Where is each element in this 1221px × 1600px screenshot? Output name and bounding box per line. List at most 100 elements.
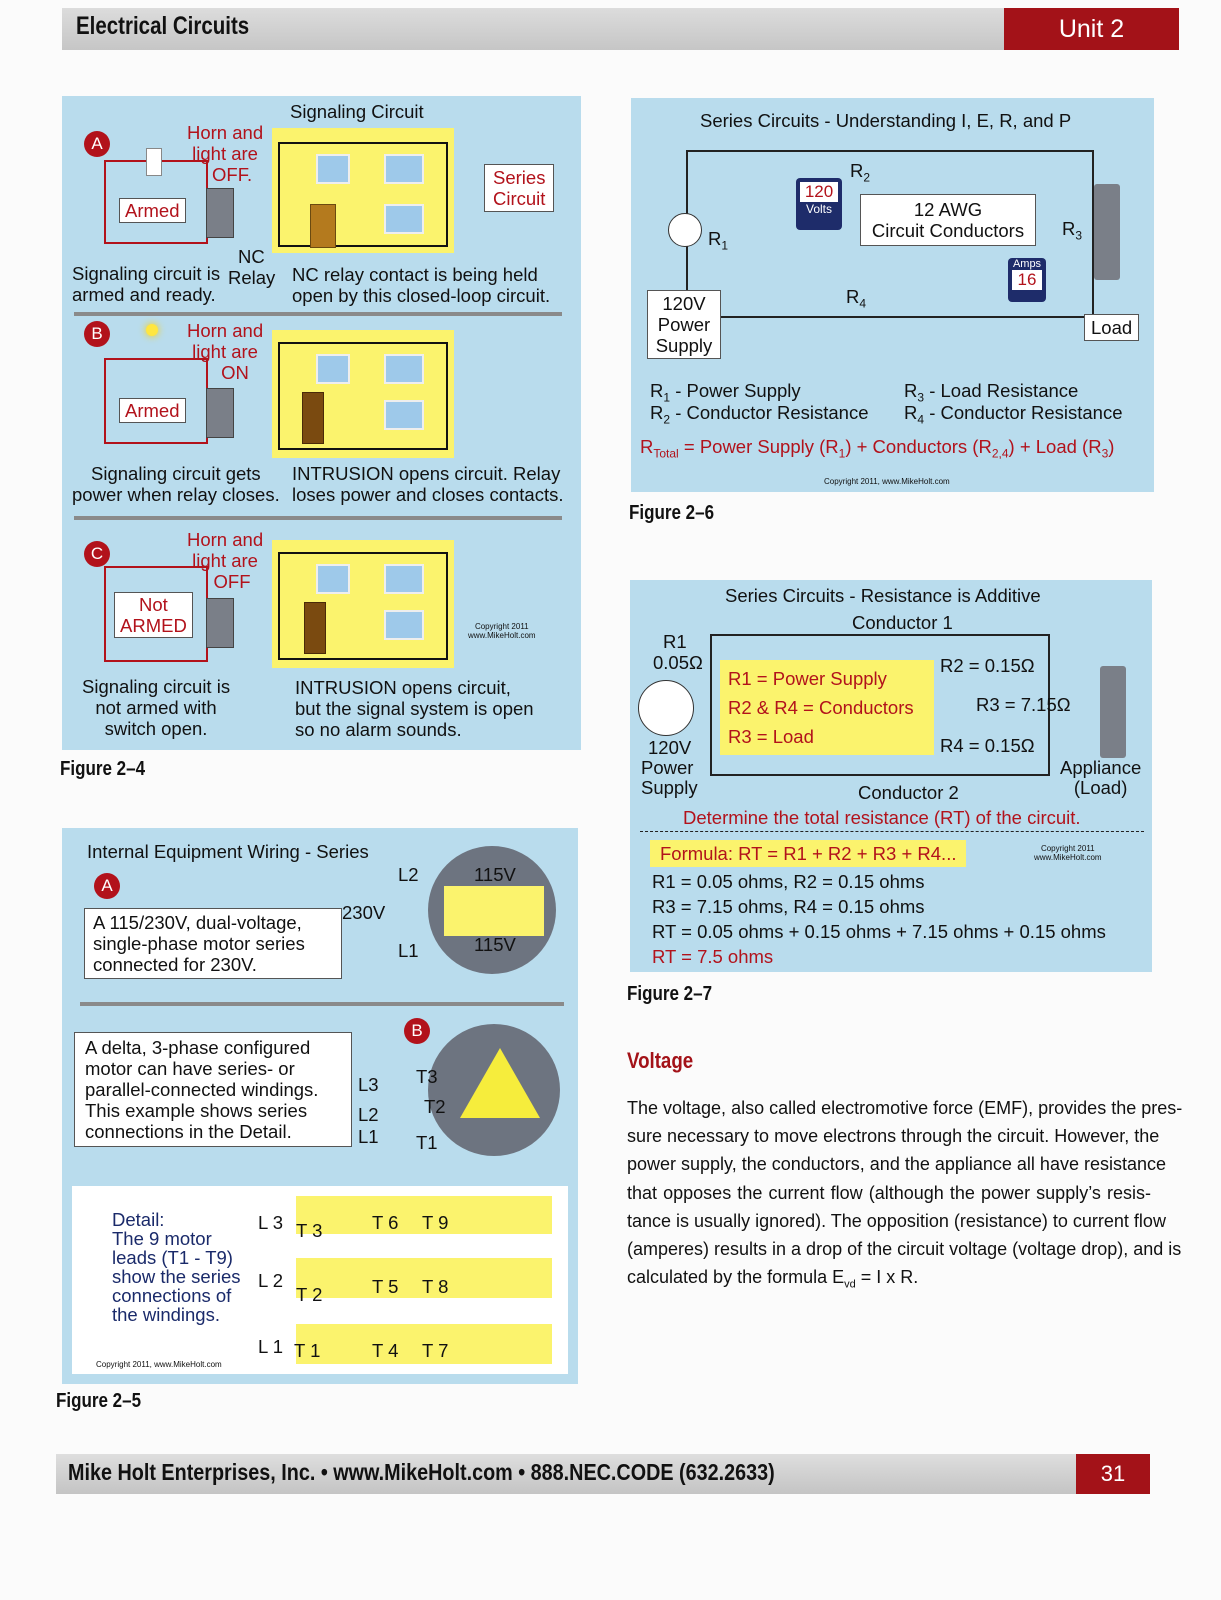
panel-c-right-text: INTRUSION opens circuit,but the signal s… [295,677,534,740]
fig26-copyright: Copyright 2011, www.MikeHolt.com [824,477,950,486]
nc-label: NC [238,246,265,267]
appliance-resistor-icon [1100,666,1126,758]
panel-badge-b: B [84,321,110,347]
voltage-paragraph: The voltage, also called electromotive f… [627,1098,1183,1291]
voltmeter-icon: 120 Volts [796,178,842,230]
fig26-title: Series Circuits - Understanding I, E, R,… [700,110,1072,131]
rtotal-formula: RTotal = Power Supply (R1) + Conductors … [640,436,1115,461]
fig25-title: Internal Equipment Wiring - Series [87,841,369,862]
window-icon [384,564,424,594]
r2-label: R2 [850,160,871,185]
window-icon [384,400,424,430]
series-loop-b [278,342,448,450]
fig24-title: Signaling Circuit [290,101,424,122]
conductor-1-label: Conductor 1 [852,612,953,633]
motor-230v-label: 230V [342,902,386,923]
divider-line [640,831,1144,832]
series-loop-a [278,142,448,247]
relay-label: Relay [228,267,276,288]
motor-l1-label: L1 [358,1126,379,1147]
page-number: 31 [1076,1454,1150,1494]
detail-t7: T 7 [422,1340,449,1361]
detail-t6: T 6 [372,1212,399,1233]
relay-icon-c [206,598,234,648]
motor-windings-a [444,886,544,936]
panel-badge-b: B [404,1018,430,1044]
detail-t5: T 5 [372,1276,399,1297]
motor-l2-label: L2 [398,864,419,885]
motor-t1-label: T1 [416,1132,438,1153]
door-closed-icon [310,204,336,248]
winding-115v-bottom: 115V [474,934,516,955]
r3-label: R3 [1062,218,1083,243]
relay-icon-b [206,388,234,438]
detail-t3: T 3 [296,1220,323,1241]
question-text: Determine the total resistance (RT) of t… [683,807,1081,828]
window-icon [316,154,350,184]
detail-t1: T 1 [294,1340,321,1361]
chapter-title: Electrical Circuits [76,12,250,40]
motor-l3-label: L3 [358,1074,379,1095]
ammeter-icon: Amps 16 [1008,258,1046,302]
figure-2-7 [630,580,1152,972]
series-loop [710,634,1050,776]
r4-value: R4 = 0.15Ω [940,735,1035,756]
figure-2-4-caption: Figure 2–4 [60,758,146,780]
figure-2-6-caption: Figure 2–6 [629,502,715,524]
load-callout: Load [1084,314,1140,341]
panel-divider [80,1002,564,1006]
formula-box: Formula: RT = R1 + R2 + R3 + R4... [650,840,967,867]
header-bar [62,8,1179,50]
legend-r4: R4 - Conductor Resistance [904,402,1123,427]
panel-badge-a: A [84,131,110,157]
light-on-icon [146,324,158,336]
series-loop-c [278,552,448,660]
fig27-title: Series Circuits - Resistance is Additive [725,585,1041,606]
winding-row-l3 [296,1196,552,1234]
armed-switch-a: Armed [119,198,186,223]
fig25-copyright: Copyright 2011, www.MikeHolt.com [96,1360,222,1369]
motor-t2-label: T2 [424,1096,446,1117]
detail-t4: T 4 [372,1340,399,1361]
window-icon [384,204,424,234]
detail-t2: T 2 [296,1284,323,1305]
r1-label: R1 [708,228,729,253]
load-resistor-icon [1094,184,1120,280]
footer-text: Mike Holt Enterprises, Inc. • www.MikeHo… [68,1459,775,1485]
relay-icon-a [206,188,234,238]
winding-115v-top: 115V [474,864,516,885]
calc-line-2: R3 = 7.15 ohms, R4 = 0.15 ohms [652,896,925,917]
panel-badge-c: C [84,541,110,567]
detail-t8: T 8 [422,1276,449,1297]
panel-badge-a: A [94,873,120,899]
window-icon [384,610,424,640]
panel-a-callout: A 115/230V, dual-voltage,single-phase mo… [84,908,342,979]
detail-l1: L 1 [258,1336,284,1357]
motor-l1-label: L1 [398,940,419,961]
motor-t3-label: T3 [416,1066,438,1087]
panel-divider [74,516,562,520]
legend-r1: R1 - Power Supply [650,380,801,405]
window-icon [316,354,350,384]
door-open-icon [302,392,324,444]
detail-l2: L 2 [258,1270,284,1291]
horn-icon-a [146,148,162,176]
calc-line-1: R1 = 0.05 ohms, R2 = 0.15 ohms [652,871,925,892]
voltage-heading: Voltage [627,1048,694,1073]
r4-label: R4 [846,286,867,311]
